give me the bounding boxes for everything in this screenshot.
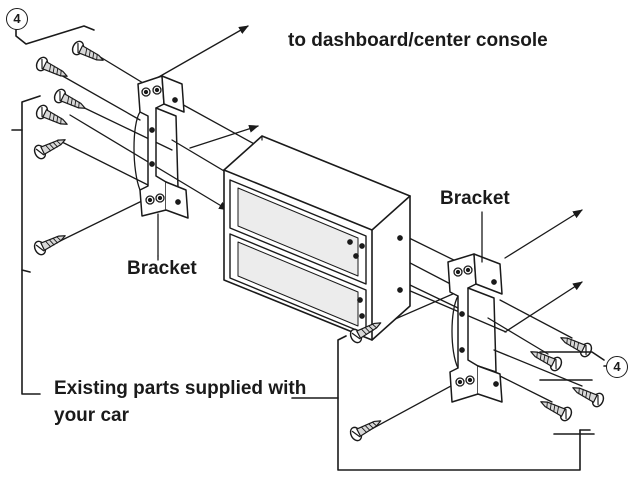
callout-4-right: 4 [606, 356, 628, 378]
existing-parts-label-line1: Existing parts supplied with [54, 378, 307, 399]
right-bracket [448, 212, 502, 402]
bracket-label-right: Bracket [440, 188, 510, 209]
existing-parts-label-line2: your car [54, 405, 129, 426]
grouping-braces [12, 26, 616, 470]
callout-4-left: 4 [6, 8, 28, 30]
left-bracket [134, 76, 188, 256]
guide-lines [52, 26, 583, 432]
head-unit [224, 136, 410, 340]
destination-label: to dashboard/center console [288, 30, 548, 51]
bracket-label-left: Bracket [127, 258, 197, 279]
